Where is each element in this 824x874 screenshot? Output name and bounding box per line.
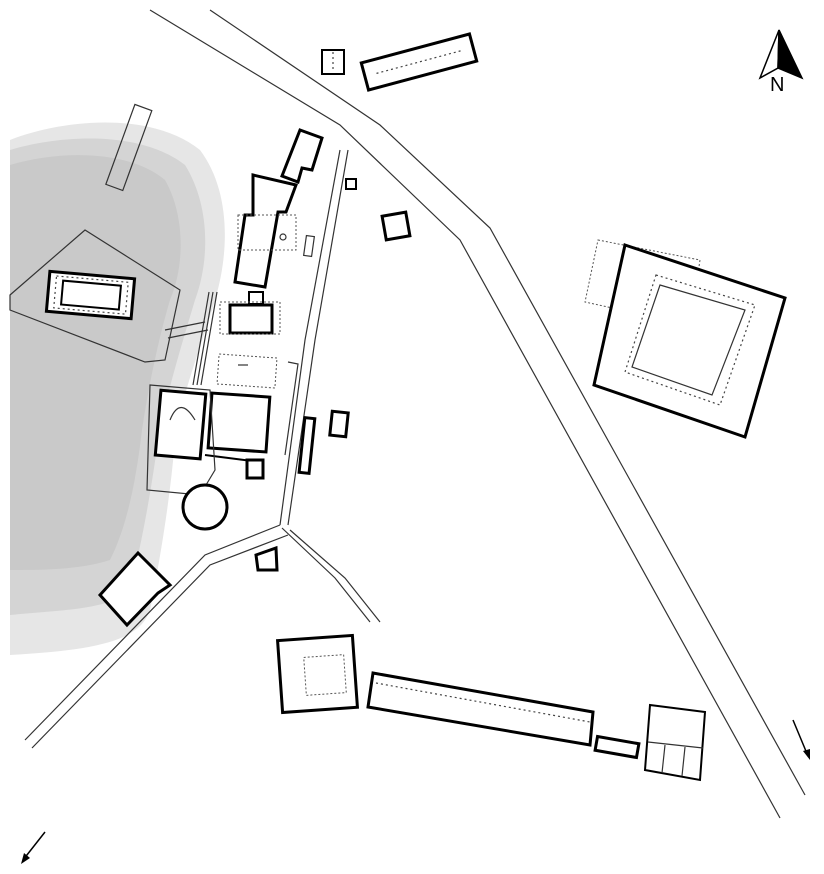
north-arrow-icon bbox=[758, 29, 804, 80]
small-structures bbox=[97, 32, 479, 628]
west-buildings bbox=[146, 128, 350, 531]
southern-buildings bbox=[275, 633, 707, 782]
east-square-building bbox=[584, 239, 787, 439]
hill-sanctuary bbox=[9, 103, 209, 363]
stairs-ramp bbox=[192, 291, 218, 386]
hill-shading bbox=[10, 122, 225, 655]
roads bbox=[24, 9, 806, 819]
arrow-southwest-icon bbox=[21, 831, 46, 864]
arrow-south-icon bbox=[792, 719, 810, 760]
north-label: N bbox=[770, 74, 785, 96]
